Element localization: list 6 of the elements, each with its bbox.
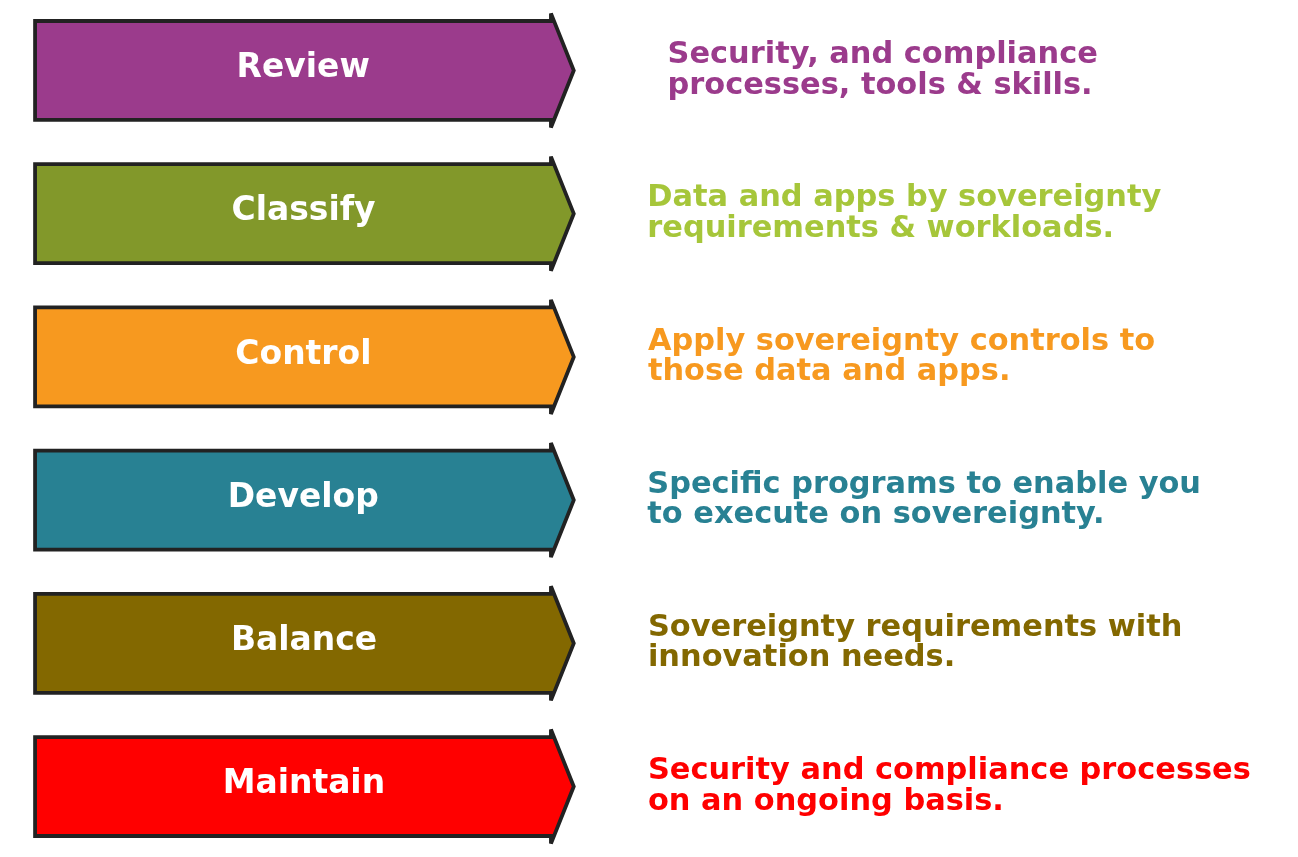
node-label: Data and apps by sovereignty requirements & workloads. (646, 178, 1161, 244)
node-label: Sovereignty requirements with innovation needs. (647, 607, 1182, 674)
node-label: Apply sovereignty controls to those data and apps. (647, 321, 1155, 387)
node-label: Specific programs to enable you to execute on sovereignty. (646, 464, 1201, 531)
node-label: Security and compliance processes on an ongoing basis. (647, 751, 1251, 817)
node-label: Security, and compliance processes, tools & skills. (667, 35, 1098, 101)
